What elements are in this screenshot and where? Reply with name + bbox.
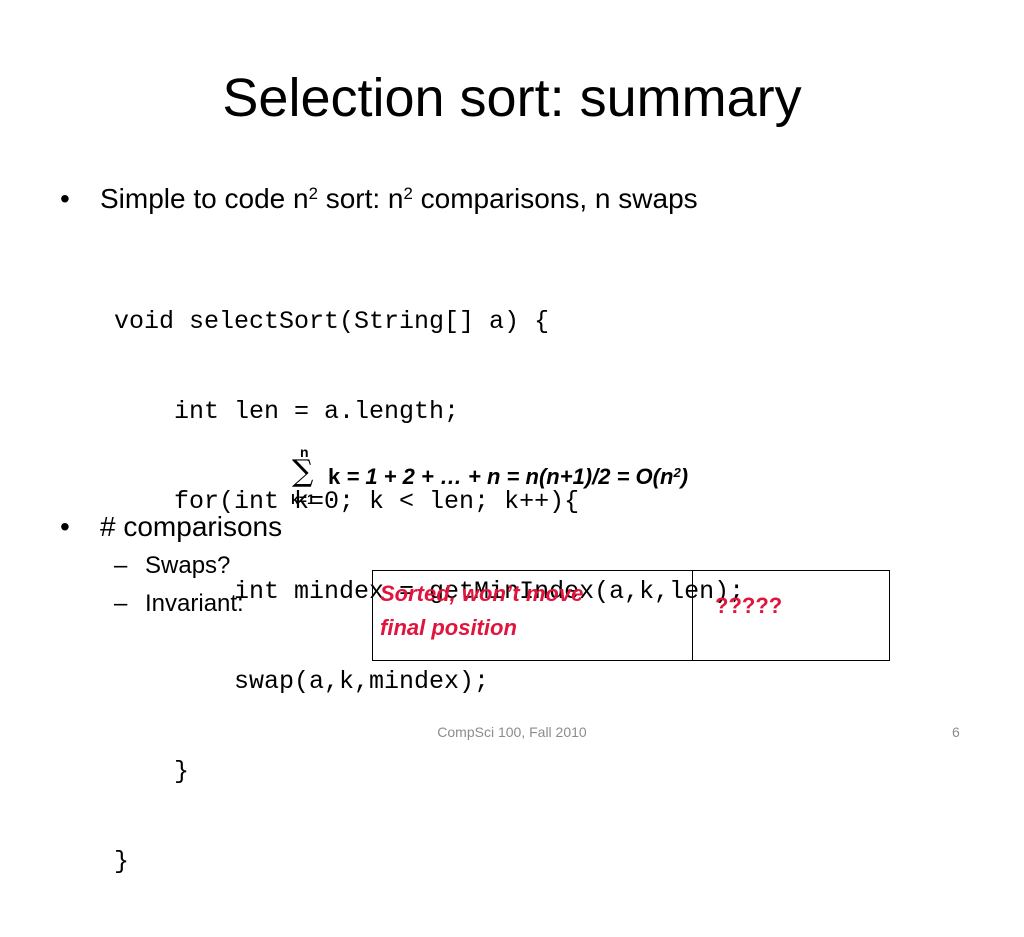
- superscript: 2: [308, 183, 318, 203]
- sum-expression: k = 1 + 2 + … + n = n(n+1)/2 = O(n2): [328, 464, 688, 490]
- sum-variable: k: [328, 464, 341, 489]
- code-block: void selectSort(String[] a) { int len = …: [114, 247, 744, 937]
- sigma-symbol: ∑: [292, 454, 314, 489]
- bullet-comparisons: • # comparisons: [60, 510, 283, 544]
- sum-lower-limit: k=1: [291, 491, 315, 507]
- sum-expression-end: ): [680, 464, 689, 489]
- code-line: }: [114, 847, 130, 876]
- code-line: void selectSort(String[] a) {: [114, 307, 550, 336]
- code-line: int len = a.length;: [114, 397, 460, 426]
- sub-dash: –: [114, 590, 128, 617]
- superscript: 2: [403, 183, 413, 203]
- bullet-dot: •: [60, 511, 70, 542]
- invariant-table: Sorted, won’t move final position ?????: [372, 570, 890, 661]
- sub-item-text: Invariant:: [145, 590, 244, 617]
- bullet-simple-to-code: • Simple to code n2 sort: n2 comparisons…: [60, 182, 698, 216]
- bullet-text-part: Simple to code n: [100, 183, 309, 214]
- bullet-text-part: comparisons, n swaps: [412, 183, 698, 214]
- invariant-unknown-cell: ?????: [715, 593, 783, 618]
- sub-item-text: Swaps?: [145, 552, 231, 579]
- bullet-text-part: sort: n: [317, 183, 404, 214]
- summation-formula: n ∑ k=1 k = 1 + 2 + … + n = n(n+1)/2 = O…: [288, 444, 758, 510]
- sum-expression-main: = 1 + 2 + … + n = n(n+1)/2 = O(n: [340, 464, 674, 489]
- bullet-dot: •: [60, 183, 70, 214]
- sum-upper-limit: n: [300, 444, 309, 460]
- page-number: 6: [952, 724, 960, 740]
- code-line: }: [114, 757, 190, 786]
- slide-title: Selection sort: summary: [222, 68, 802, 128]
- sub-item-swaps: – Swaps?: [114, 551, 231, 581]
- invariant-sorted-line-2: final position: [380, 615, 517, 640]
- bullet-text: # comparisons: [100, 511, 283, 542]
- sub-item-invariant: – Invariant:: [114, 589, 244, 619]
- code-line: for(int k=0; k < len; k++){: [114, 487, 580, 516]
- superscript: 2: [673, 464, 681, 480]
- invariant-sorted-line-1: Sorted, won’t move: [380, 581, 584, 606]
- slide-footer: CompSci 100, Fall 2010: [437, 724, 587, 740]
- sub-dash: –: [114, 552, 128, 579]
- invariant-sorted-cell: Sorted, won’t move final position: [373, 571, 693, 660]
- code-line: swap(a,k,mindex);: [114, 667, 490, 696]
- slide: Selection sort: summary • Simple to code…: [60, 68, 960, 876]
- code-line: int mindex = getMinIndex(a,k,len);: [114, 577, 745, 606]
